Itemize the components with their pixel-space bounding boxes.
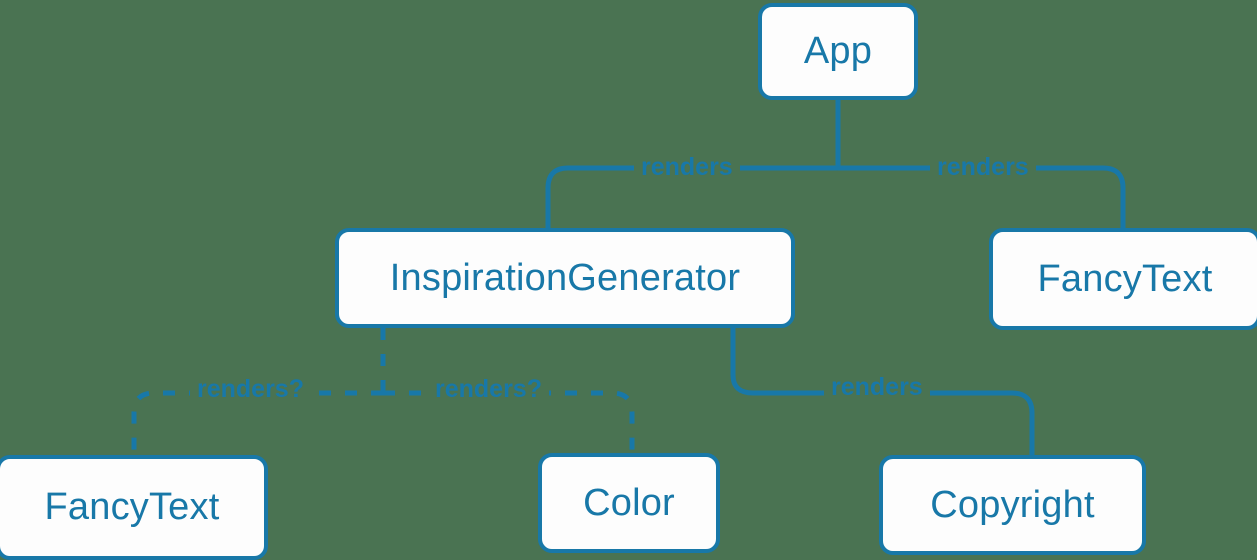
node-copyright[interactable]: Copyright bbox=[879, 455, 1146, 555]
edge-label-app-to-inspiration-generator: renders bbox=[634, 155, 740, 180]
edge-label-inspiration-generator-to-color: renders? bbox=[428, 377, 549, 402]
edge-label-inspiration-generator-to-fancytext: renders? bbox=[190, 377, 311, 402]
node-fancytext-bottom-label: FancyText bbox=[44, 486, 220, 528]
node-copyright-label: Copyright bbox=[930, 483, 1095, 526]
node-color-label: Color bbox=[583, 481, 675, 524]
edge-app-to-fancytext-right bbox=[835, 165, 1126, 231]
edge-label-app-to-fancytext: renders bbox=[930, 155, 1036, 180]
edge-inspgen-to-fancytext-bottom bbox=[131, 390, 383, 455]
node-app-label: App bbox=[803, 30, 873, 72]
node-inspiration-generator[interactable]: InspirationGenerator bbox=[335, 228, 795, 328]
edge-label-inspiration-generator-to-copyright: renders bbox=[824, 375, 930, 400]
node-app[interactable]: App bbox=[758, 3, 918, 100]
node-fancytext-right-label: FancyText bbox=[1037, 257, 1213, 300]
node-fancytext-right[interactable]: FancyText bbox=[989, 228, 1257, 330]
node-color[interactable]: Color bbox=[538, 453, 720, 553]
node-fancytext-bottom[interactable]: FancyText bbox=[0, 455, 268, 560]
node-inspiration-generator-label: InspirationGenerator bbox=[389, 256, 741, 299]
edge-app-to-inspgen bbox=[545, 165, 841, 231]
edge-inspgen-to-color bbox=[383, 390, 635, 453]
